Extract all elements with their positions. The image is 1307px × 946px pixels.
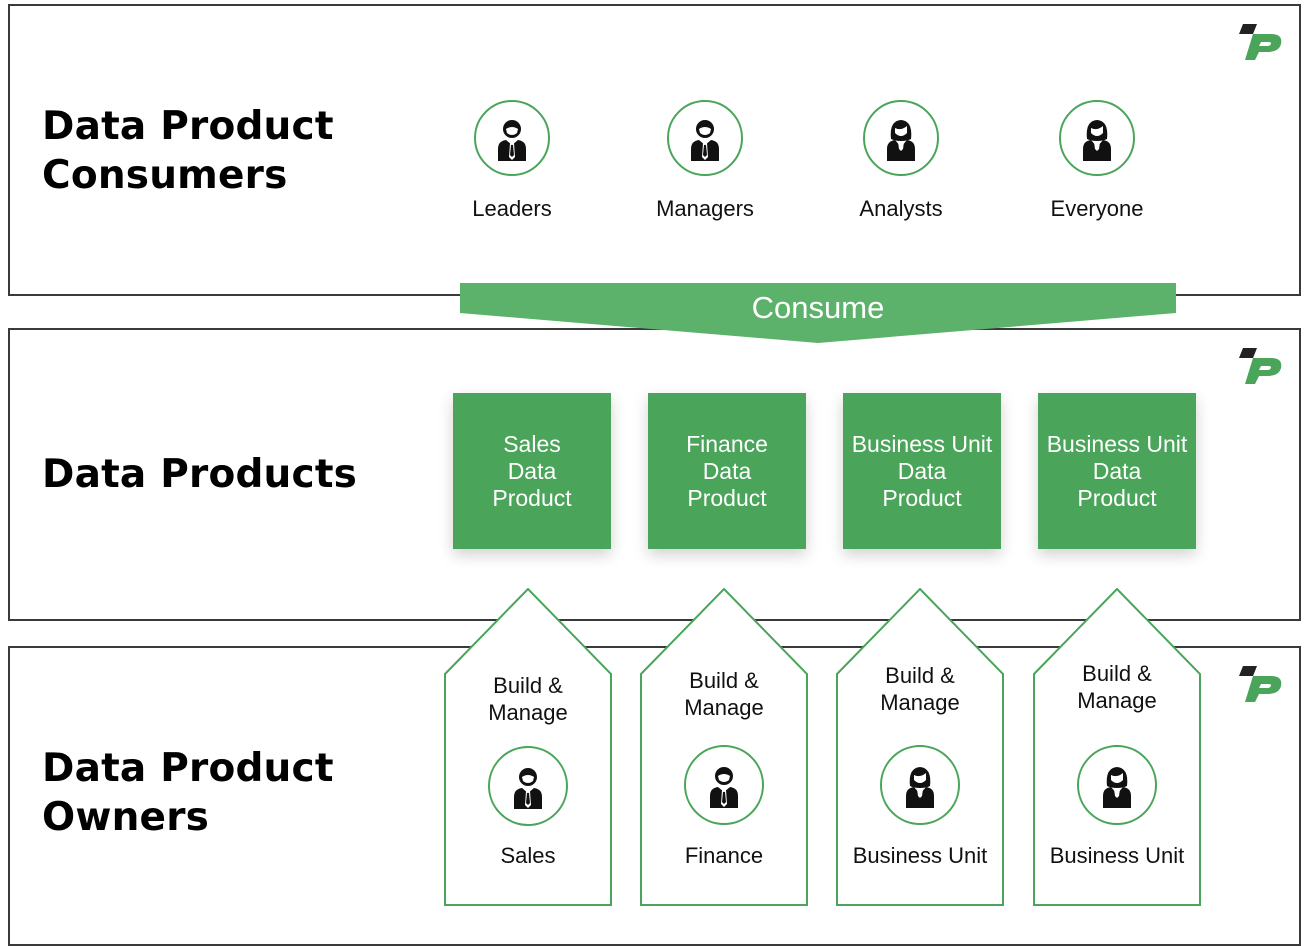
consumer-managers: Managers bbox=[630, 100, 780, 222]
businesswoman-icon bbox=[1103, 767, 1131, 808]
owner-avatar bbox=[488, 746, 568, 826]
consumer-label: Everyone bbox=[1050, 196, 1144, 221]
owner-label: Sales bbox=[500, 843, 556, 868]
dp-logo-icon bbox=[1239, 348, 1282, 384]
consume-arrow-banner bbox=[460, 283, 1176, 343]
consumer-avatar bbox=[474, 100, 550, 176]
owner-card-sales: Build & Manage Sales bbox=[444, 588, 612, 908]
consumer-label: Analysts bbox=[859, 196, 943, 221]
businessman-icon bbox=[514, 768, 542, 809]
owner-action: Build & Manage bbox=[488, 673, 568, 725]
businessman-icon bbox=[691, 120, 719, 161]
owner-action: Build & Manage bbox=[684, 668, 764, 720]
owner-card-business-unit: Build & Manage Business Unit bbox=[836, 588, 1004, 908]
owner-label: Business Unit bbox=[1049, 843, 1185, 868]
consumer-avatar bbox=[1059, 100, 1135, 176]
dp-logo-icon bbox=[1239, 24, 1282, 60]
data-product-card: Business Unit Data Product bbox=[1038, 393, 1196, 549]
owner-avatar bbox=[880, 745, 960, 825]
data-product-card: Finance Data Product bbox=[648, 393, 806, 549]
consumer-analysts: Analysts bbox=[826, 100, 976, 222]
products-title: Data Products bbox=[42, 452, 358, 497]
owner-avatar bbox=[684, 745, 764, 825]
owner-action: Build & Manage bbox=[880, 663, 960, 715]
consume-label: Consume bbox=[751, 290, 885, 325]
businessman-icon bbox=[710, 767, 738, 808]
owner-label: Business Unit bbox=[852, 843, 988, 868]
consumer-avatar bbox=[667, 100, 743, 176]
businesswoman-icon bbox=[1083, 120, 1111, 161]
businessman-icon bbox=[498, 120, 526, 161]
dp-logo-icon bbox=[1239, 666, 1282, 702]
owner-card-finance: Build & Manage Finance bbox=[640, 588, 808, 908]
consumer-label: Managers bbox=[656, 196, 754, 221]
owner-action: Build & Manage bbox=[1077, 661, 1157, 713]
data-product-card: Business Unit Data Product bbox=[843, 393, 1001, 549]
consumer-label: Leaders bbox=[472, 196, 552, 221]
consumer-avatar bbox=[863, 100, 939, 176]
businesswoman-icon bbox=[887, 120, 915, 161]
data-product-card: Sales Data Product bbox=[453, 393, 611, 549]
consumer-leaders: Leaders bbox=[437, 100, 587, 222]
owners-title: Data Product Owners bbox=[42, 746, 334, 840]
owner-avatar bbox=[1077, 745, 1157, 825]
consumer-everyone: Everyone bbox=[1022, 100, 1172, 222]
consumers-title: Data Product Consumers bbox=[42, 104, 334, 198]
businesswoman-icon bbox=[906, 767, 934, 808]
owner-label: Finance bbox=[684, 843, 764, 868]
owner-card-business-unit: Build & Manage Business Unit bbox=[1033, 588, 1201, 908]
